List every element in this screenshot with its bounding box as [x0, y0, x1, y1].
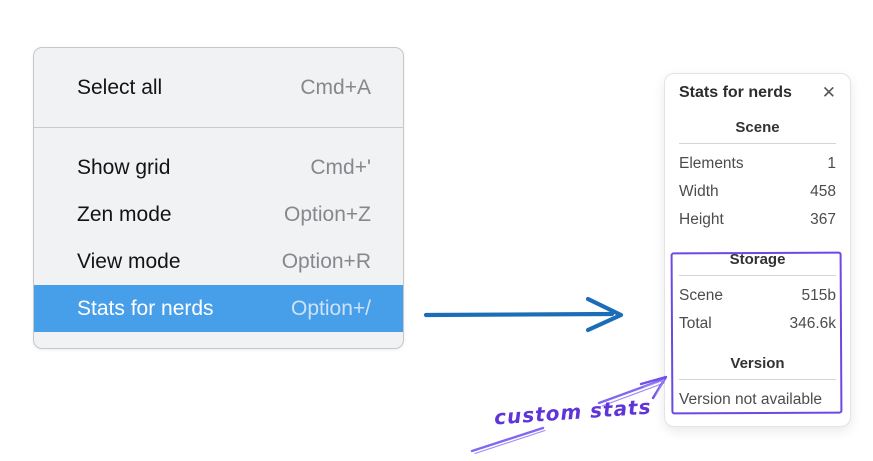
menu-item-shortcut: Option+R — [281, 249, 371, 273]
section-heading-storage: Storage — [729, 251, 786, 268]
stat-label: Total — [679, 315, 712, 332]
stat-row-height: Height 367 — [679, 206, 836, 234]
section-heading-version: Version — [730, 355, 785, 372]
stat-row-width: Width 458 — [679, 178, 836, 206]
section-heading-scene: Scene — [735, 119, 780, 136]
menu-item-label: Stats for nerds — [77, 296, 214, 320]
context-menu: Select all Cmd+A Show grid Cmd+' Zen mod… — [33, 47, 404, 349]
stat-row-total-storage: Total 346.6k — [679, 310, 836, 338]
stat-value: 515b — [801, 287, 836, 304]
menu-item-shortcut: Option+/ — [291, 296, 371, 320]
menu-item-stats-for-nerds[interactable]: Stats for nerds Option+/ — [34, 285, 403, 332]
stats-panel-title: Stats for nerds — [679, 84, 792, 101]
stats-panel-header: Stats for nerds ✕ — [679, 84, 836, 102]
custom-stats-annotation: custom stats — [493, 394, 653, 430]
menu-item-label: View mode — [77, 249, 181, 273]
menu-item-label: Zen mode — [77, 202, 172, 226]
menu-separator — [34, 127, 403, 128]
stat-label: Height — [679, 211, 724, 228]
section-separator — [679, 379, 836, 380]
stat-row-scene-storage: Scene 515b — [679, 282, 836, 310]
stat-label: Width — [679, 183, 719, 200]
stats-panel: Stats for nerds ✕ Scene Elements 1 Width… — [664, 73, 851, 427]
stat-row-elements: Elements 1 — [679, 150, 836, 178]
menu-item-view-mode[interactable]: View mode Option+R — [34, 238, 403, 285]
stat-value: 346.6k — [789, 315, 836, 332]
menu-item-label: Show grid — [77, 155, 171, 179]
menu-item-shortcut: Cmd+A — [300, 76, 371, 99]
stat-value: 367 — [810, 211, 836, 228]
version-note: Version not available — [679, 391, 823, 408]
section-separator — [679, 143, 836, 144]
stat-label: Scene — [679, 287, 723, 304]
menu-item-shortcut: Cmd+' — [310, 155, 371, 179]
stat-label: Elements — [679, 155, 744, 172]
section-separator — [679, 275, 836, 276]
menu-item-label: Select all — [77, 76, 163, 99]
menu-item-shortcut: Option+Z — [284, 202, 371, 226]
stat-value: 1 — [827, 155, 836, 172]
close-icon[interactable]: ✕ — [821, 82, 836, 103]
stat-value: 458 — [810, 183, 836, 200]
blue-arrow — [423, 296, 624, 333]
menu-item-show-grid[interactable]: Show grid Cmd+' — [34, 144, 403, 191]
menu-item-zen-mode[interactable]: Zen mode Option+Z — [34, 191, 403, 238]
menu-item-select-all[interactable]: Select all Cmd+A — [34, 63, 403, 113]
